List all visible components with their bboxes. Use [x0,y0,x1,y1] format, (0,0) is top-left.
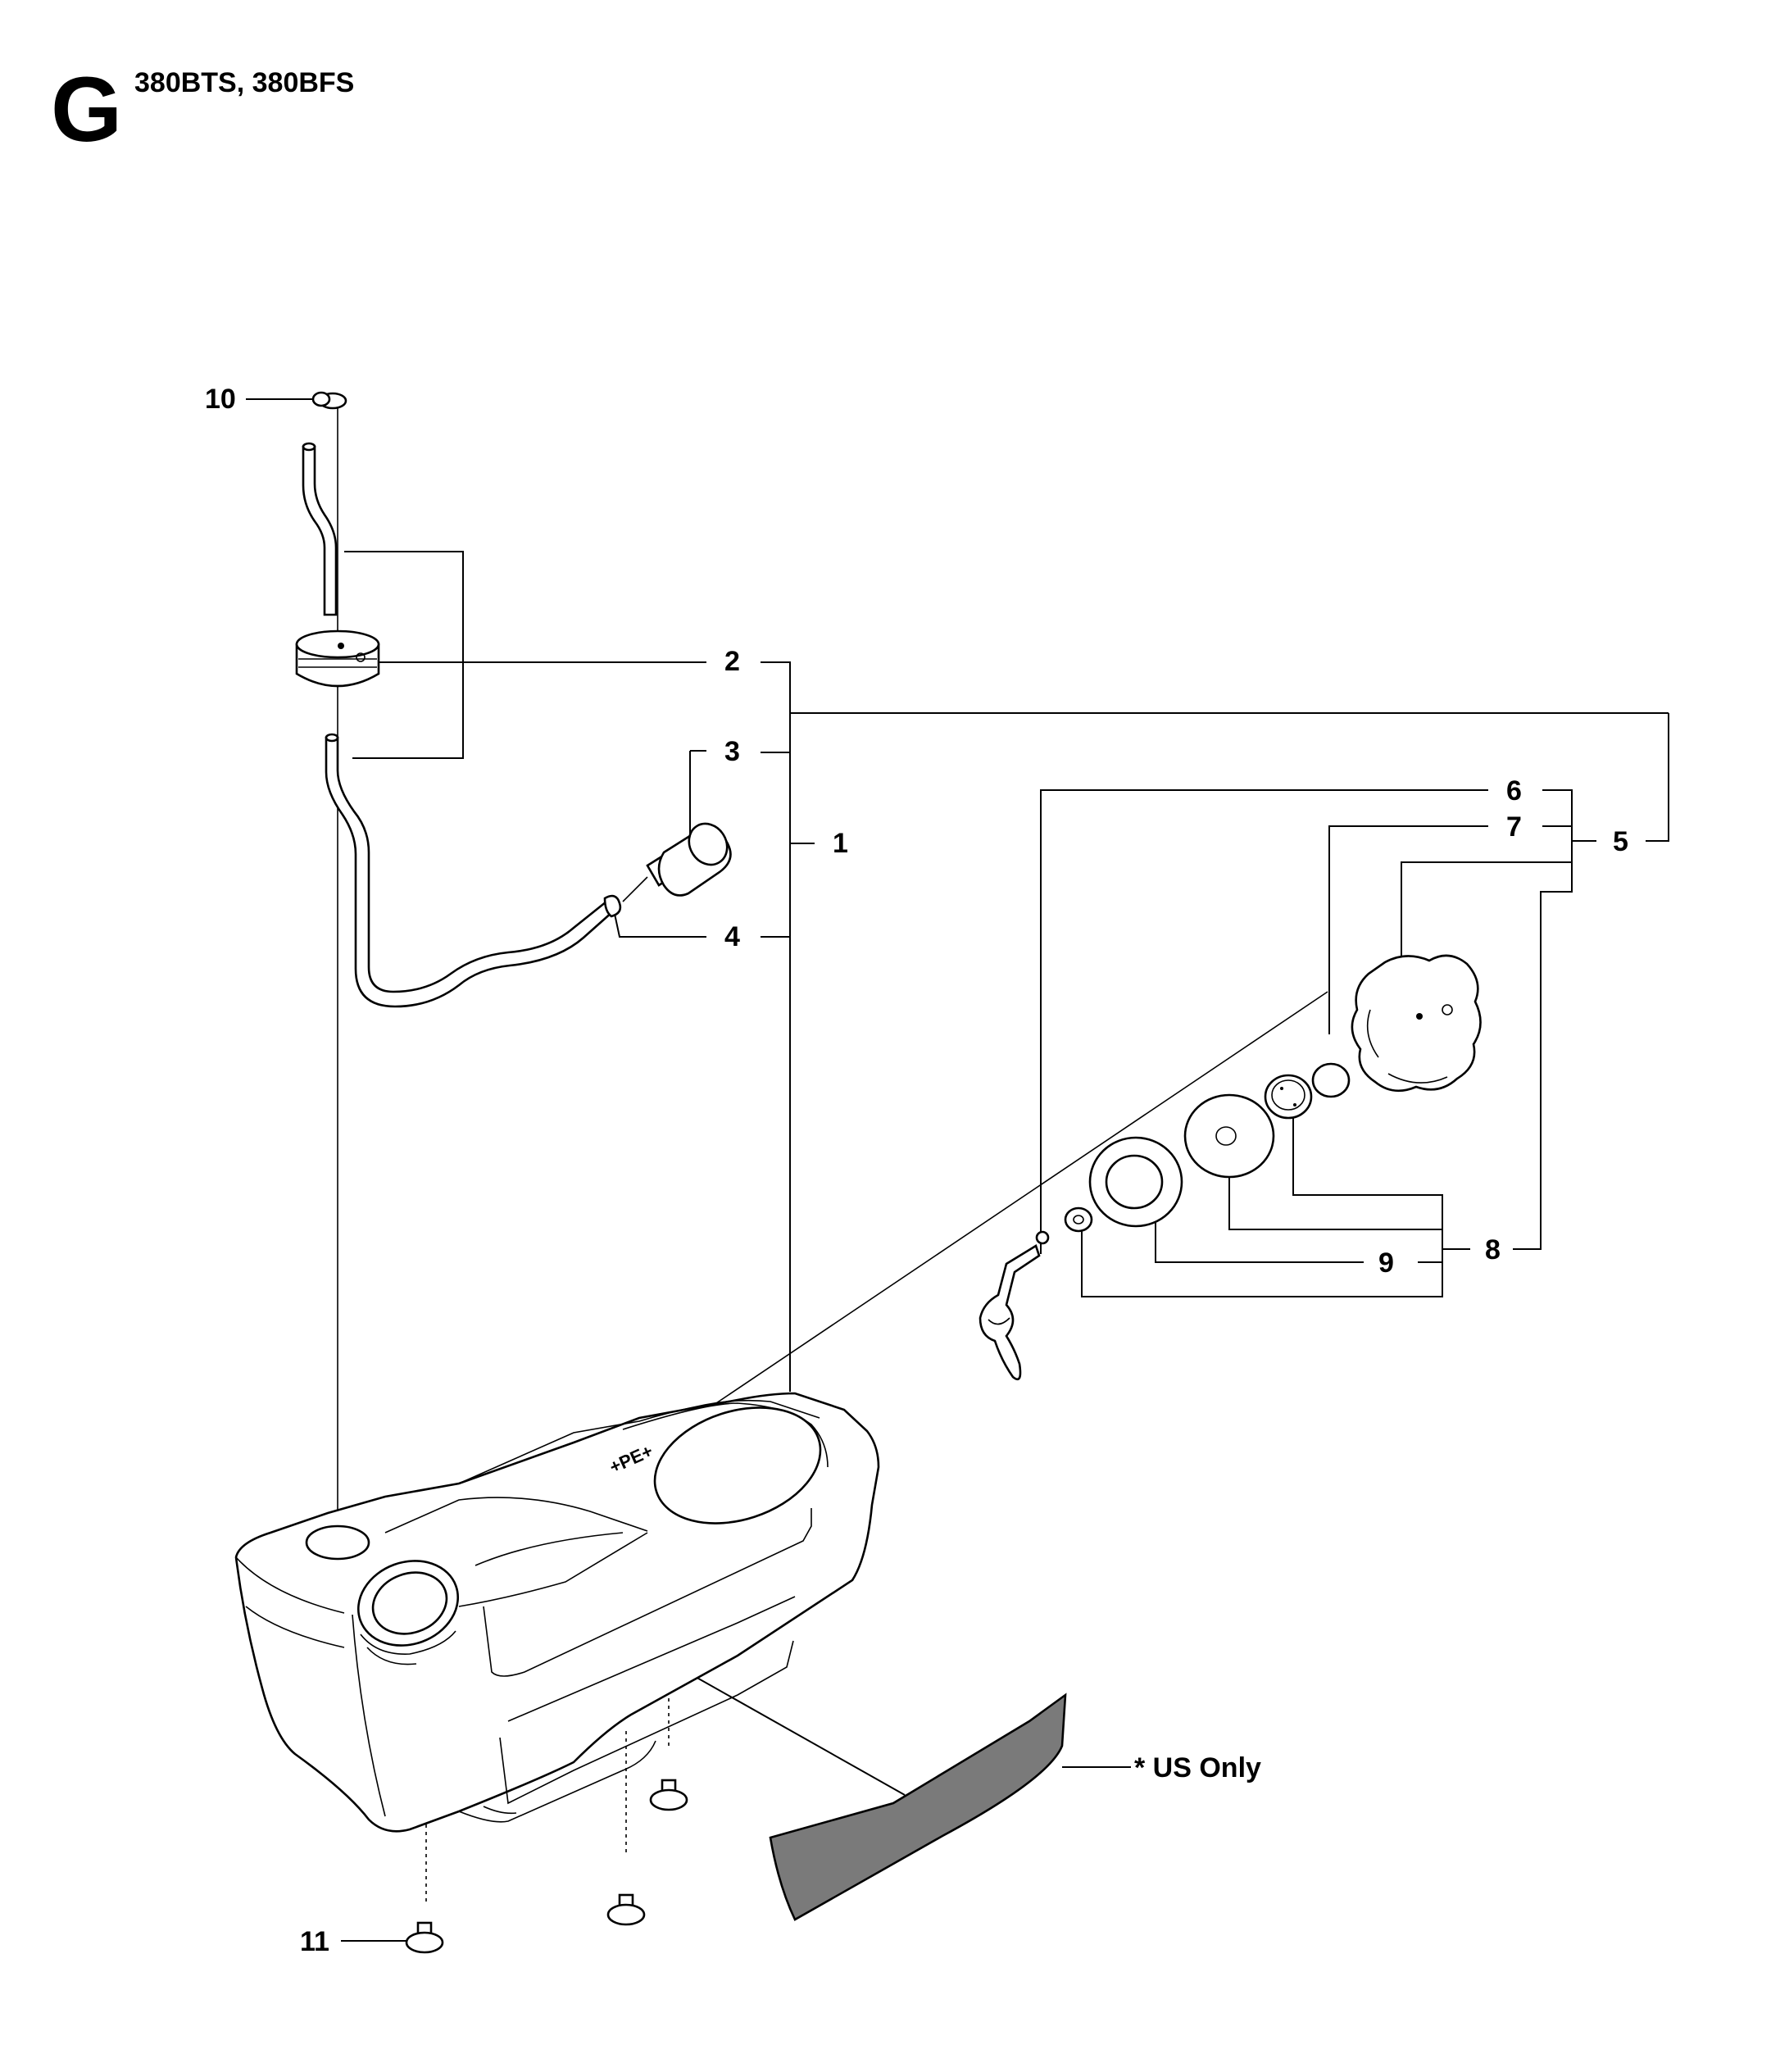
washer-large [1183,1093,1275,1179]
hose-clip-part-4 [603,894,622,918]
filter-part-7 [1311,1062,1351,1098]
callout-labels: 10 2 3 1 4 6 7 5 8 9 11 * US Only [205,384,1628,1957]
gasket-part-9 [1088,1136,1183,1228]
callout-8: 8 [1485,1234,1501,1265]
screw-part-11-a [405,1921,444,1954]
callout-5: 5 [1613,826,1628,857]
cap-strap-part-6 [979,1230,1050,1381]
fuel-tank-part-1: +PE+ [234,1392,880,1833]
callout-2: 2 [724,646,740,677]
section-letter: G [51,58,123,161]
callout-10: 10 [205,384,236,415]
callout-9: 9 [1378,1247,1394,1279]
screw-part-11-c [649,1779,688,1811]
screw-part-11-b [606,1893,646,1926]
callout-7: 7 [1506,811,1522,843]
fuel-hose-lower [325,733,615,1008]
callout-3: 3 [724,736,740,767]
callout-6: 6 [1506,775,1522,807]
grommet-part-2 [295,629,380,688]
callout-1: 1 [833,828,848,859]
note-us-only: * US Only [1134,1752,1261,1783]
fuel-filter-part-3 [622,822,732,902]
callout-11: 11 [300,1926,329,1957]
small-washer [1064,1206,1093,1233]
decal-us-only [769,1693,1067,1921]
model-names: 380BTS, 380BFS [134,67,355,98]
leader-lines [246,398,1669,1942]
callout-4: 4 [724,921,740,952]
fuel-cap-part-5 [1351,954,1482,1093]
fuel-hose-upper [302,391,347,616]
retainer-part-8 [1264,1074,1313,1120]
